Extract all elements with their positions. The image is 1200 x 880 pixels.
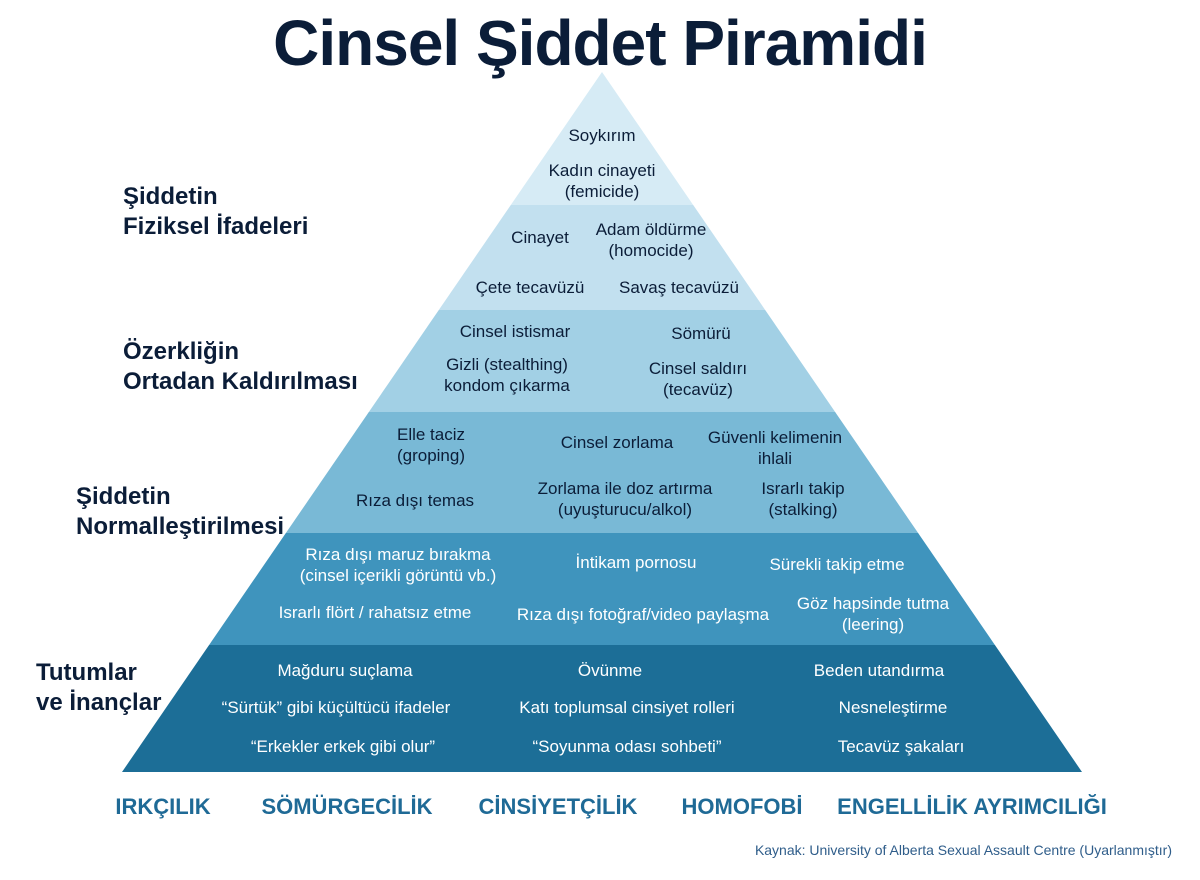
pyramid-item-line: Tecavüz şakaları	[838, 737, 965, 756]
pyramid-item-line: Sürekli takip etme	[769, 555, 904, 574]
pyramid-item-line: (stalking)	[769, 500, 838, 519]
tier-autonomy	[368, 310, 836, 412]
tier-contact	[285, 412, 919, 533]
pyramid-item-line: Elle taciz	[397, 425, 465, 444]
pyramid-item: Beden utandırma	[814, 661, 945, 680]
pyramid-item: “Sürtük” gibi küçültücü ifadeler	[222, 698, 451, 717]
pyramid-item: Israrlı flört / rahatsız etme	[279, 603, 472, 622]
pyramid-item-line: Cinsel istismar	[460, 322, 571, 341]
base-label-ableism: ENGELLİLİK AYRIMCILIĞI	[837, 794, 1107, 819]
pyramid-item: Mağduru suçlama	[277, 661, 413, 680]
pyramid-item: Israrlı takip (stalking)	[761, 479, 844, 519]
pyramid-item-line: Rıza dışı temas	[356, 491, 474, 510]
pyramid-item: Çete tecavüzü	[476, 278, 585, 297]
pyramid-item-line: Zorlama ile doz artırma	[538, 479, 713, 498]
tier-physical	[438, 205, 766, 310]
pyramid-item: Adam öldürme (homocide)	[596, 220, 707, 260]
pyramid-item-line: Adam öldürme	[596, 220, 707, 239]
source-note: Kaynak: University of Alberta Sexual Ass…	[754, 842, 1172, 858]
pyramid-item-line: (groping)	[397, 446, 465, 465]
tier-attitudes	[122, 645, 1082, 772]
pyramid-item: Katı toplumsal cinsiyet rolleri	[519, 698, 734, 717]
pyramid-item: Kadın cinayeti (femicide)	[549, 161, 656, 201]
pyramid-item-line: Övünme	[578, 661, 642, 680]
pyramid-item: İntikam pornosu	[576, 553, 697, 572]
base-label-sexism: CİNSİYETÇİLİK	[478, 794, 638, 819]
base-label-racism: IRKÇILIK	[115, 794, 211, 819]
pyramid-item: Rıza dışı temas	[356, 491, 474, 510]
pyramid-item-line: Mağduru suçlama	[277, 661, 413, 680]
pyramid-item-line: Beden utandırma	[814, 661, 945, 680]
pyramid-item-line: Soykırım	[568, 126, 635, 145]
pyramid-item: Cinsel istismar	[460, 322, 571, 341]
pyramid-item-line: (femicide)	[565, 182, 640, 201]
pyramid-item-line: Rıza dışı fotoğraf/video paylaşma	[517, 605, 770, 624]
pyramid-item: Övünme	[578, 661, 642, 680]
pyramid-item: Rıza dışı fotoğraf/video paylaşma	[517, 605, 770, 624]
pyramid-item: Güvenli kelimenin ihlali	[708, 428, 842, 468]
pyramid-item: Sürekli takip etme	[769, 555, 904, 574]
pyramid-item-line: Katı toplumsal cinsiyet rolleri	[519, 698, 734, 717]
pyramid-item-line: Göz hapsinde tutma	[797, 594, 950, 613]
pyramid-item-line: Israrlı takip	[761, 479, 844, 498]
pyramid-item: Cinsel zorlama	[561, 433, 674, 452]
side-label-attitudes: Tutumlar ve İnançlar	[36, 659, 162, 716]
pyramid-item: Gizli (stealthing) kondom çıkarma	[444, 355, 570, 395]
pyramid-item-line: (cinsel içerikli görüntü vb.)	[300, 566, 497, 585]
pyramid-item-line: kondom çıkarma	[444, 376, 570, 395]
pyramid-item-line: İntikam pornosu	[576, 553, 697, 572]
pyramid-item-line: Kadın cinayeti	[549, 161, 656, 180]
pyramid-item-line: Savaş tecavüzü	[619, 278, 739, 297]
page-title: Cinsel Şiddet Piramidi	[273, 7, 928, 79]
side-label-physical: Şiddetin Fiziksel İfadeleri	[123, 183, 309, 240]
pyramid-item-line: (tecavüz)	[663, 380, 733, 399]
pyramid-item: Zorlama ile doz artırma (uyuşturucu/alkol…	[538, 479, 713, 519]
pyramid-item-line: Çete tecavüzü	[476, 278, 585, 297]
pyramid-item: “Soyunma odası sohbeti”	[533, 737, 722, 756]
pyramid-item-line: Nesneleştirme	[839, 698, 948, 717]
pyramid-item: Sömürü	[671, 324, 731, 343]
pyramid-item-line: “Soyunma odası sohbeti”	[533, 737, 722, 756]
pyramid-item-line: (uyuşturucu/alkol)	[558, 500, 692, 519]
pyramid-item-line: Rıza dışı maruz bırakma	[305, 545, 491, 564]
pyramid-item: Cinsel saldırı (tecavüz)	[649, 359, 747, 399]
pyramid-item: Göz hapsinde tutma (leering)	[797, 594, 950, 634]
pyramid-item: “Erkekler erkek gibi olur”	[251, 737, 436, 756]
pyramid-item-line: Israrlı flört / rahatsız etme	[279, 603, 472, 622]
pyramid-item: Rıza dışı maruz bırakma (cinsel içerikli …	[300, 545, 497, 585]
tier-exposure	[209, 533, 995, 645]
pyramid-item: Tecavüz şakaları	[838, 737, 965, 756]
pyramid-item-line: Cinsel saldırı	[649, 359, 747, 378]
pyramid-item-line: Gizli (stealthing)	[446, 355, 568, 374]
pyramid-item: Soykırım	[568, 126, 635, 145]
pyramid-item-line: “Sürtük” gibi küçültücü ifadeler	[222, 698, 451, 717]
base-labels: IRKÇILIK SÖMÜRGECİLİK CİNSİYETÇİLİK HOMO…	[0, 794, 1200, 826]
pyramid-item-line: Güvenli kelimenin	[708, 428, 842, 447]
side-label-normalization: Şiddetin Normalleştirilmesi	[76, 483, 285, 540]
side-label-autonomy: Özerkliğin Ortadan Kaldırılması	[123, 338, 358, 395]
pyramid-item-line: Cinsel zorlama	[561, 433, 674, 452]
pyramid-item-line: ihlali	[758, 449, 792, 468]
base-label-colonialism: SÖMÜRGECİLİK	[261, 794, 433, 819]
pyramid-item: Elle taciz (groping)	[397, 425, 465, 465]
pyramid-item-line: (homocide)	[608, 241, 693, 260]
pyramid-item: Cinayet	[511, 228, 569, 247]
pyramid-item: Nesneleştirme	[839, 698, 948, 717]
tier-genocide	[510, 72, 694, 205]
pyramid-item-line: “Erkekler erkek gibi olur”	[251, 737, 436, 756]
pyramid-item-line: Cinayet	[511, 228, 569, 247]
base-label-homophobia: HOMOFOBİ	[681, 794, 803, 819]
pyramid-item-line: Sömürü	[671, 324, 731, 343]
pyramid-item-line: (leering)	[842, 615, 904, 634]
pyramid-item: Savaş tecavüzü	[619, 278, 739, 297]
